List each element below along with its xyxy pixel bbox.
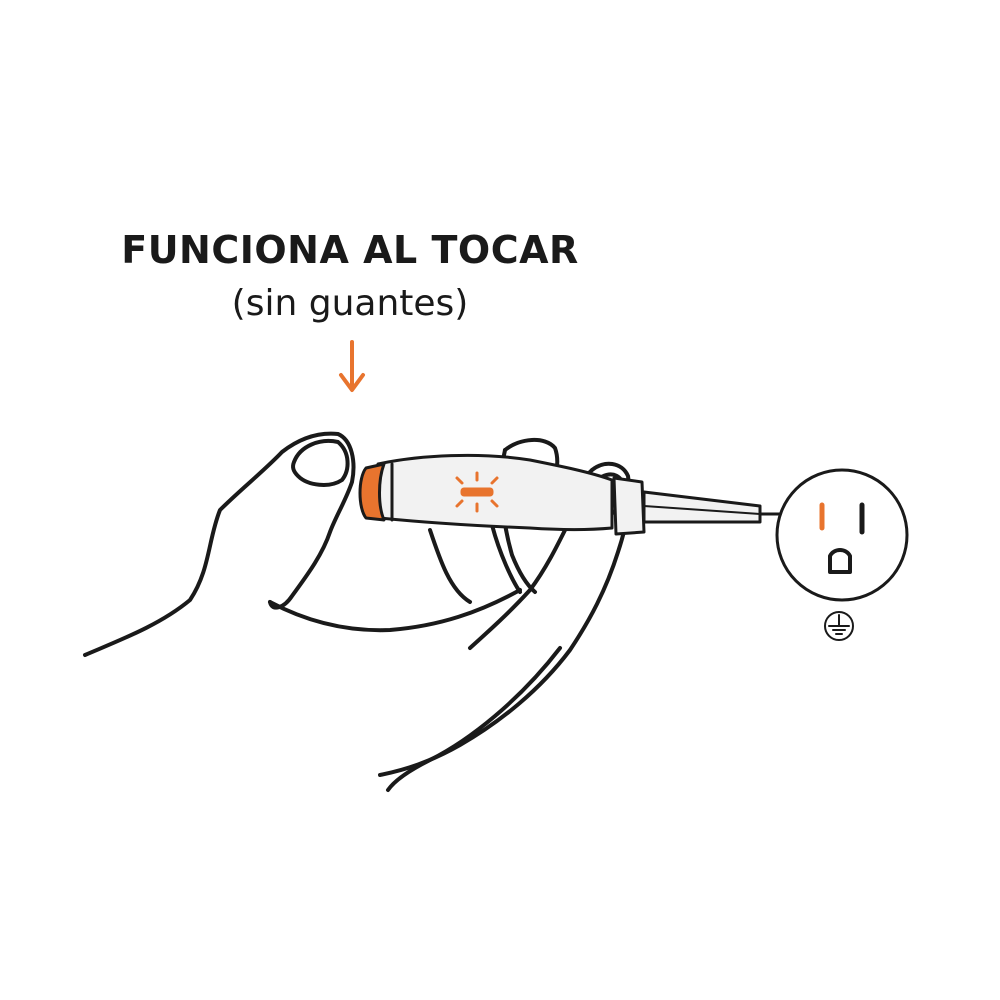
right-hand [378,461,632,792]
outlet-icon [775,468,909,602]
arrow-down-icon [339,340,365,392]
voltage-tester [358,453,824,536]
caption-main: FUNCIONA AL TOCAR [121,228,579,272]
caption-sub: (sin guantes) [231,283,469,324]
ground-symbol-icon [824,611,854,641]
indicator-light-icon [455,471,499,513]
